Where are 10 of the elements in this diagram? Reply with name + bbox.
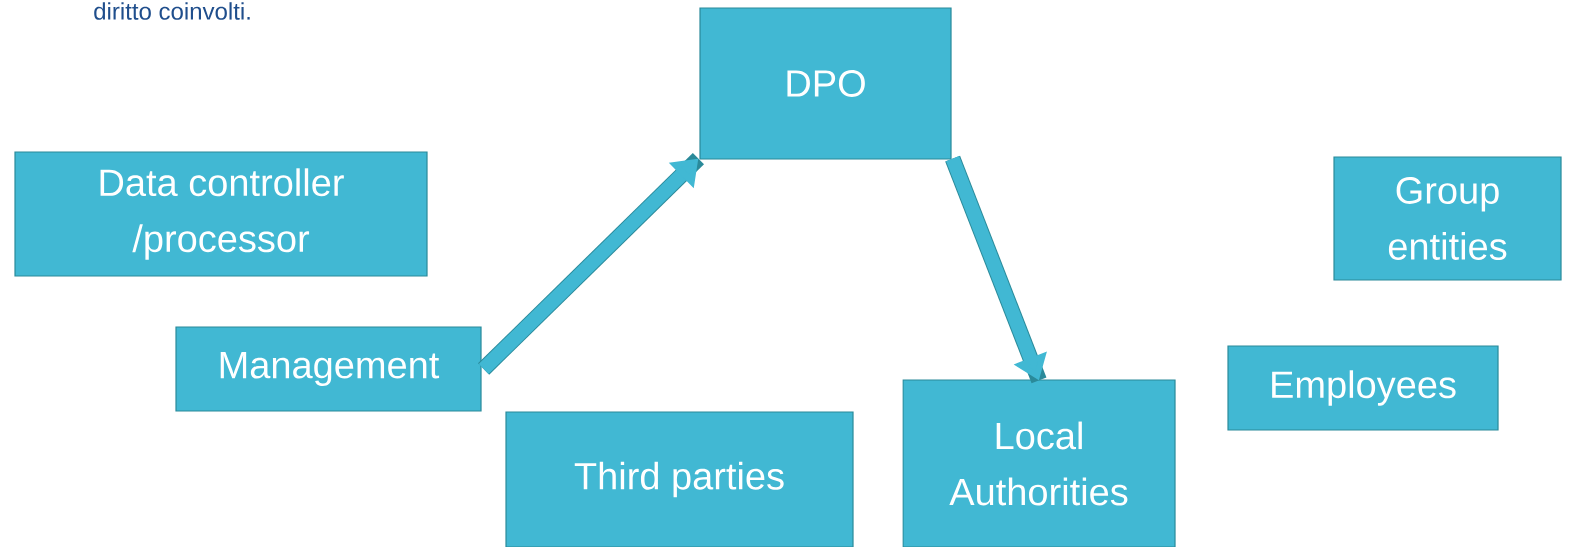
- process-box: Local Authorities: [902, 379, 1176, 547]
- heading-text: diritto coinvolti.: [94, 2, 250, 20]
- process-box: Third parties: [505, 411, 854, 547]
- process-box: Employees: [1227, 345, 1499, 431]
- process-box: DPO: [699, 7, 952, 160]
- process-box: Data controller /processor: [14, 151, 428, 277]
- process-box: Group entities: [1333, 156, 1562, 281]
- process-box: Management: [175, 326, 482, 412]
- block-arrow: [478, 152, 704, 375]
- block-arrow: [945, 155, 1047, 384]
